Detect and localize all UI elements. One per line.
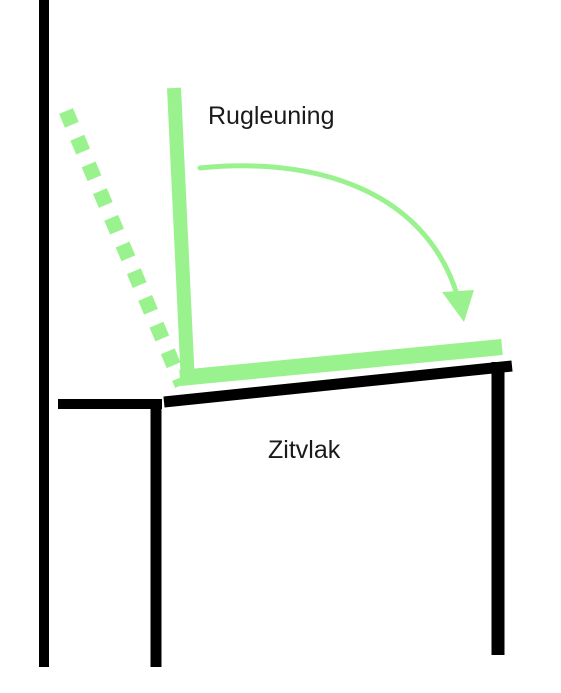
arrowhead-icon bbox=[442, 290, 474, 322]
backrest-label: Rugleuning bbox=[208, 102, 335, 130]
backrest-folded bbox=[179, 339, 503, 386]
rotation-arrow bbox=[197, 163, 461, 301]
backrest-upright bbox=[167, 87, 195, 385]
seat-surface bbox=[163, 360, 513, 408]
seat-label: Zitvlak bbox=[268, 436, 341, 464]
backrest-reclined-dashed bbox=[59, 108, 189, 388]
